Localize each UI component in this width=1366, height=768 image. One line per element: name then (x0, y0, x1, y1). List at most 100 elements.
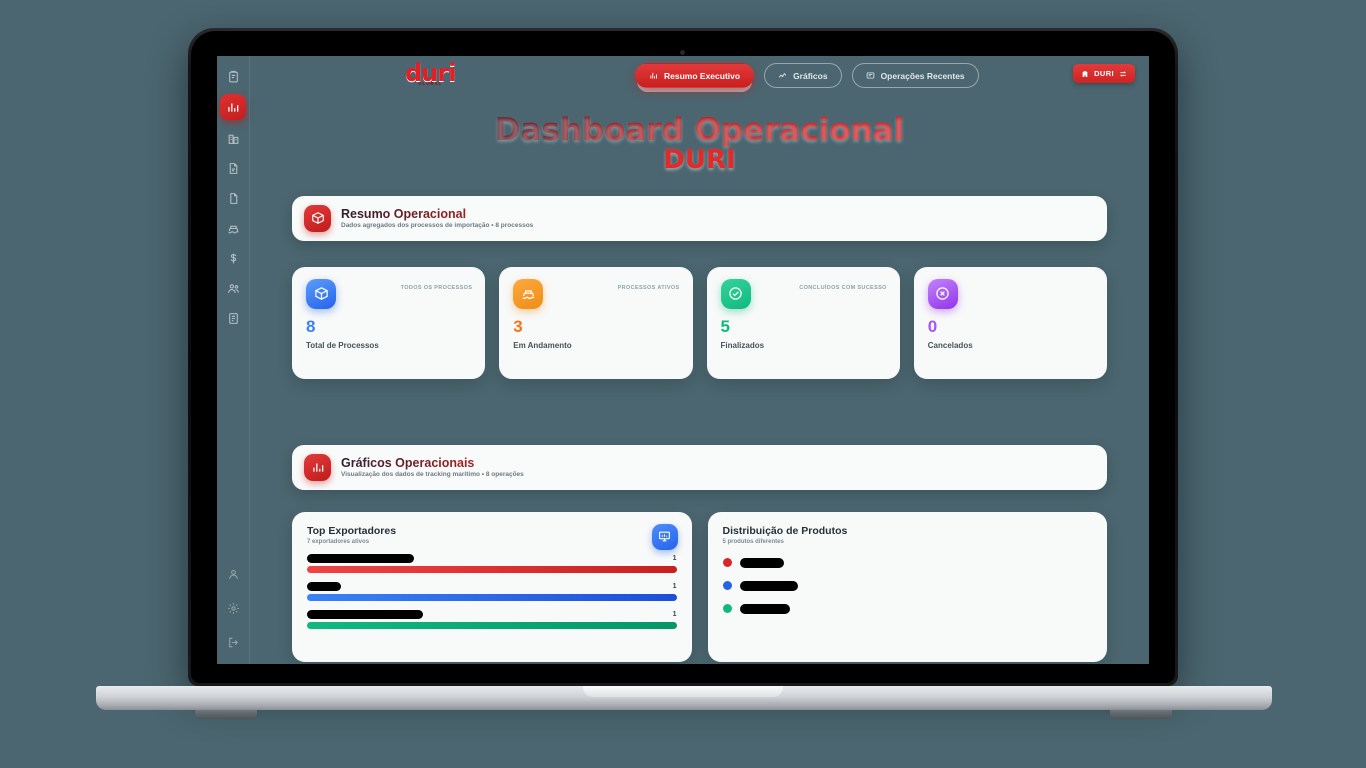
swap-icon (1119, 70, 1127, 77)
stat-badge: PROCESSOS ATIVOS (617, 284, 680, 291)
chart-card-distribuicao-produtos: Distribuição de Produtos 5 produtos dife… (707, 511, 1107, 662)
bar-track (307, 565, 677, 573)
clipboard-icon (228, 70, 238, 82)
chart-title: Top Exportadores (307, 524, 397, 537)
chart-title: Distribuição de Produtos (722, 524, 848, 537)
bar-label-redacted (307, 609, 423, 619)
section-header-graficos: Gráficos Operacionais Visualização dos d… (292, 444, 1107, 490)
check-circle-icon (720, 278, 751, 309)
top-bar: duri GLOBAL Resumo Executivo (250, 56, 1149, 100)
bar-chart-icon (304, 453, 331, 481)
duri-pill-label: DURI (1094, 69, 1114, 78)
bar-chart-icon (650, 72, 657, 79)
sidebar-item-users[interactable] (221, 276, 245, 300)
sidebar-item-files[interactable] (221, 186, 245, 210)
stat-label: Finalizados (720, 340, 765, 350)
stat-card-cancelados[interactable]: 0 Cancelados (913, 266, 1107, 379)
tab-label: Resumo Executivo (664, 70, 741, 81)
sidebar-item-shipping[interactable] (221, 216, 245, 240)
stat-value: 8 (306, 316, 316, 336)
stat-value: 0 (927, 316, 938, 336)
legend-label-redacted (739, 557, 784, 568)
document-icon (229, 162, 237, 174)
laptop-screen: duri GLOBAL Resumo Executivo (217, 56, 1149, 664)
bar-value: 1 (672, 610, 677, 618)
bar-label-redacted (307, 553, 414, 563)
tab-graficos[interactable]: Gráficos (764, 63, 842, 88)
brand-logo[interactable]: duri GLOBAL (405, 61, 456, 87)
stat-label: Em Andamento (513, 340, 572, 350)
laptop-foot-left (195, 710, 257, 719)
webcam-notch (627, 31, 737, 53)
bar-value: 1 (672, 554, 677, 562)
sidebar-item-finance[interactable] (221, 246, 245, 270)
bar-chart-icon (228, 103, 239, 112)
legend-color-swatch (722, 558, 732, 568)
dashboard-app: duri GLOBAL Resumo Executivo (217, 56, 1149, 664)
tab-label: Operações Recentes (880, 70, 965, 81)
sidebar-item-company[interactable] (221, 126, 245, 150)
stat-label: Cancelados (927, 340, 973, 350)
bar-row: 1 (307, 609, 677, 629)
sidebar-item-profile[interactable] (221, 562, 245, 586)
legend-color-swatch (722, 604, 732, 614)
chart-subtitle: 7 exportadores ativos (307, 538, 370, 545)
bar-fill (307, 565, 677, 573)
stat-label: Total de Processos (306, 340, 379, 350)
file-icon (229, 192, 237, 204)
laptop-foot-right (1110, 710, 1172, 719)
bar-label-redacted (307, 581, 341, 591)
sidebar-item-logout[interactable] (221, 630, 245, 654)
stat-value: 3 (513, 316, 523, 336)
bar-row: 1 (307, 581, 677, 601)
bar-value: 1 (672, 582, 677, 590)
tab-bar: Resumo Executivo Gráficos (635, 63, 979, 88)
stat-cards-row: TODOS OS PROCESSOS 8 Total de Processos … (292, 266, 1107, 379)
legend-label-redacted (739, 603, 790, 614)
users-icon (227, 283, 239, 293)
sidebar-bottom-group (217, 560, 249, 656)
tab-label: Gráficos (793, 70, 828, 81)
charts-row: Top Exportadores 7 exportadores ativos 1 (292, 511, 1107, 662)
ship-icon (513, 278, 544, 309)
laptop-base-lip (583, 686, 783, 697)
sidebar-item-settings[interactable] (221, 596, 245, 620)
report-icon (228, 312, 238, 324)
chart-card-top-exportadores: Top Exportadores 7 exportadores ativos 1 (292, 511, 692, 662)
list-icon (866, 72, 874, 79)
user-icon (228, 569, 238, 579)
ship-icon (227, 225, 239, 233)
main-content: duri GLOBAL Resumo Executivo (250, 56, 1149, 664)
stat-card-finalizados[interactable]: CONCLUÍDOS COM SUCESSO 5 Finalizados (706, 266, 900, 379)
building-icon (1082, 70, 1088, 77)
sidebar-item-analytics[interactable] (220, 94, 246, 120)
legend-item[interactable] (722, 580, 1093, 591)
section-title: Gráficos Operacionais (341, 456, 524, 470)
stat-badge: TODOS OS PROCESSOS (400, 284, 473, 291)
line-chart-icon (778, 72, 787, 78)
chart-subtitle: 5 produtos diferentes (722, 538, 784, 545)
sidebar-item-documents[interactable] (221, 156, 245, 180)
section-subtitle: Dados agregados dos processos de importa… (341, 222, 534, 230)
stat-value: 5 (720, 316, 730, 336)
logout-icon (228, 637, 238, 647)
page-title-block: Dashboard Operacional DURI (250, 114, 1149, 174)
sidebar-item-clipboard[interactable] (221, 64, 245, 88)
stat-card-em-andamento[interactable]: PROCESSOS ATIVOS 3 Em Andamento (499, 266, 693, 379)
duri-account-button[interactable]: DURI (1073, 64, 1135, 83)
bar-track (307, 621, 677, 629)
package-icon (304, 204, 331, 232)
section-title: Resumo Operacional (341, 207, 533, 221)
stat-card-total-processos[interactable]: TODOS OS PROCESSOS 8 Total de Processos (292, 266, 486, 379)
sidebar-item-reports[interactable] (221, 306, 245, 330)
x-circle-icon (927, 278, 958, 309)
tab-resumo-executivo[interactable]: Resumo Executivo (635, 63, 755, 88)
sidebar (217, 56, 250, 664)
stat-badge: CONCLUÍDOS COM SUCESSO (799, 284, 887, 291)
legend-item[interactable] (722, 603, 1093, 614)
legend-color-swatch (722, 581, 732, 591)
tab-operacoes-recentes[interactable]: Operações Recentes (851, 63, 979, 88)
legend-item[interactable] (722, 557, 1093, 568)
presentation-chart-icon[interactable] (651, 523, 678, 550)
